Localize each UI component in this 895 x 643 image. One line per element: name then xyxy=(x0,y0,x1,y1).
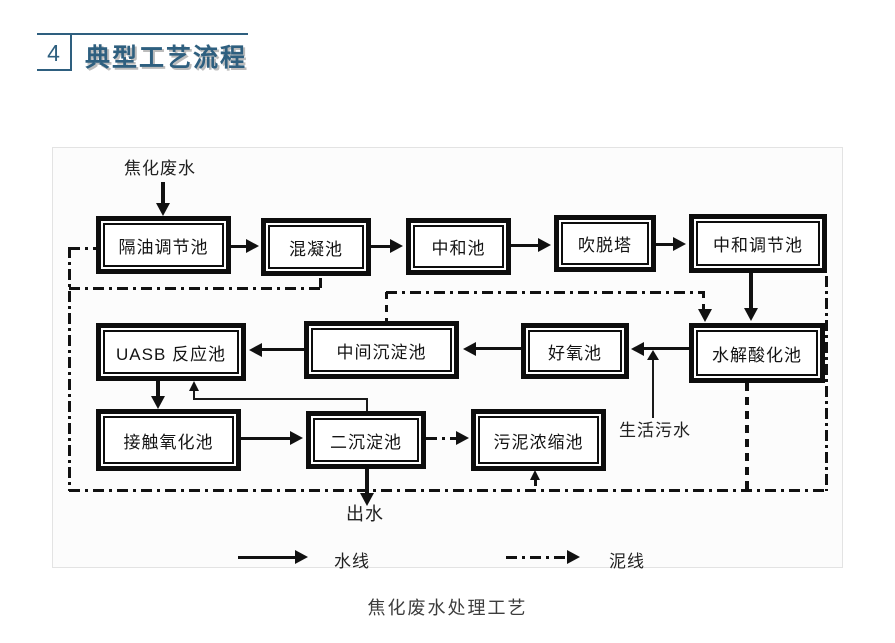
sludge-line xyxy=(385,292,388,321)
sludge-line xyxy=(825,276,828,491)
node-coagulation-tank: 混凝池 xyxy=(261,218,371,276)
node-label: 中和调节池 xyxy=(696,221,820,266)
arrow-up-icon xyxy=(189,381,199,391)
arrow-right-icon xyxy=(295,550,308,564)
node-neutralization-regulating-tank: 中和调节池 xyxy=(689,214,827,273)
node-stripping-tower: 吹脱塔 xyxy=(554,215,656,272)
sludge-line xyxy=(319,278,322,288)
sludge-line xyxy=(69,247,96,250)
flowchart-panel: 焦化废水 隔油调节池 混凝池 中和池 吹脱塔 中和调节池 UASB 反应池 中间… xyxy=(52,147,843,571)
sludge-line xyxy=(702,291,705,310)
node-oil-separation-regulating-tank: 隔油调节池 xyxy=(96,216,231,274)
arrow-up-icon xyxy=(530,470,540,480)
arrow-right-icon xyxy=(567,550,580,564)
return-line xyxy=(193,390,195,399)
flow-line xyxy=(476,347,521,350)
domestic-sewage-label: 生活污水 xyxy=(619,421,691,440)
sludge-line xyxy=(534,479,537,491)
node-label: 二沉淀池 xyxy=(313,418,419,462)
arrow-right-icon xyxy=(246,239,259,253)
return-line xyxy=(366,399,368,411)
arrow-left-icon xyxy=(463,342,476,356)
node-label: 中间沉淀池 xyxy=(311,328,452,372)
arrow-down-icon xyxy=(360,493,374,506)
arrow-left-icon xyxy=(631,342,644,356)
arrow-left-icon xyxy=(249,343,262,357)
arrow-down-icon xyxy=(744,308,758,321)
flow-line xyxy=(231,245,247,248)
node-neutralization-tank: 中和池 xyxy=(406,218,511,275)
source-label: 焦化废水 xyxy=(124,159,196,178)
flow-line xyxy=(644,347,689,350)
arrow-right-icon xyxy=(673,237,686,251)
sludge-line xyxy=(69,287,321,290)
node-label: 混凝池 xyxy=(268,225,364,269)
node-label: 污泥浓缩池 xyxy=(478,416,599,464)
flow-line xyxy=(656,243,674,246)
node-hydrolysis-acidification-tank: 水解酸化池 xyxy=(689,323,825,383)
arrow-right-icon xyxy=(390,239,403,253)
flow-line xyxy=(749,273,753,309)
node-label: 吹脱塔 xyxy=(561,222,649,265)
arrow-up-icon xyxy=(647,350,659,360)
section-title: 典型工艺流程 xyxy=(85,44,248,72)
sludge-line xyxy=(386,291,703,294)
legend-sludge-line-sample xyxy=(506,556,568,559)
node-intermediate-sedimentation-tank: 中间沉淀池 xyxy=(304,321,459,379)
arrow-right-icon xyxy=(290,431,303,445)
node-label: 隔油调节池 xyxy=(103,223,224,267)
legend-water-line-sample xyxy=(238,556,296,559)
node-label: 水解酸化池 xyxy=(696,330,818,376)
node-label: 好氧池 xyxy=(528,330,622,372)
flow-line xyxy=(262,348,304,351)
node-label: UASB 反应池 xyxy=(103,330,239,374)
node-sludge-thickening-tank: 污泥浓缩池 xyxy=(471,409,606,471)
node-aerobic-tank: 好氧池 xyxy=(521,323,629,379)
sludge-line xyxy=(745,383,749,491)
node-secondary-sedimentation-tank: 二沉淀池 xyxy=(306,411,426,469)
header-top-rule xyxy=(37,33,248,35)
arrow-right-icon xyxy=(538,238,551,252)
flowchart: 焦化废水 隔油调节池 混凝池 中和池 吹脱塔 中和调节池 UASB 反应池 中间… xyxy=(53,148,842,571)
section-header: 4 典型工艺流程 xyxy=(0,0,895,90)
flow-line xyxy=(365,469,369,494)
flow-line xyxy=(371,245,391,248)
legend-sludge-label: 泥线 xyxy=(609,552,645,571)
sludge-line xyxy=(69,489,828,492)
node-label: 中和池 xyxy=(413,225,504,268)
sludge-line xyxy=(426,437,457,440)
flow-line xyxy=(161,182,165,204)
flow-line xyxy=(652,359,654,418)
legend-water-label: 水线 xyxy=(334,552,370,571)
section-number: 4 xyxy=(47,39,60,66)
header-bottom-rule xyxy=(37,69,71,71)
node-label: 接触氧化池 xyxy=(103,416,234,464)
node-contact-oxidation-tank: 接触氧化池 xyxy=(96,409,241,471)
header-divider xyxy=(70,33,72,71)
arrow-down-icon xyxy=(698,309,712,322)
arrow-right-icon xyxy=(456,431,469,445)
effluent-label: 出水 xyxy=(346,504,384,524)
arrow-down-icon xyxy=(151,396,165,409)
return-line xyxy=(193,398,368,400)
flow-line xyxy=(156,381,160,397)
sludge-line xyxy=(68,247,71,491)
flow-line xyxy=(241,437,291,440)
arrow-down-icon xyxy=(156,203,170,216)
node-uasb-reactor: UASB 反应池 xyxy=(96,323,246,381)
figure-caption: 焦化废水处理工艺 xyxy=(367,598,528,618)
flow-line xyxy=(511,244,539,247)
